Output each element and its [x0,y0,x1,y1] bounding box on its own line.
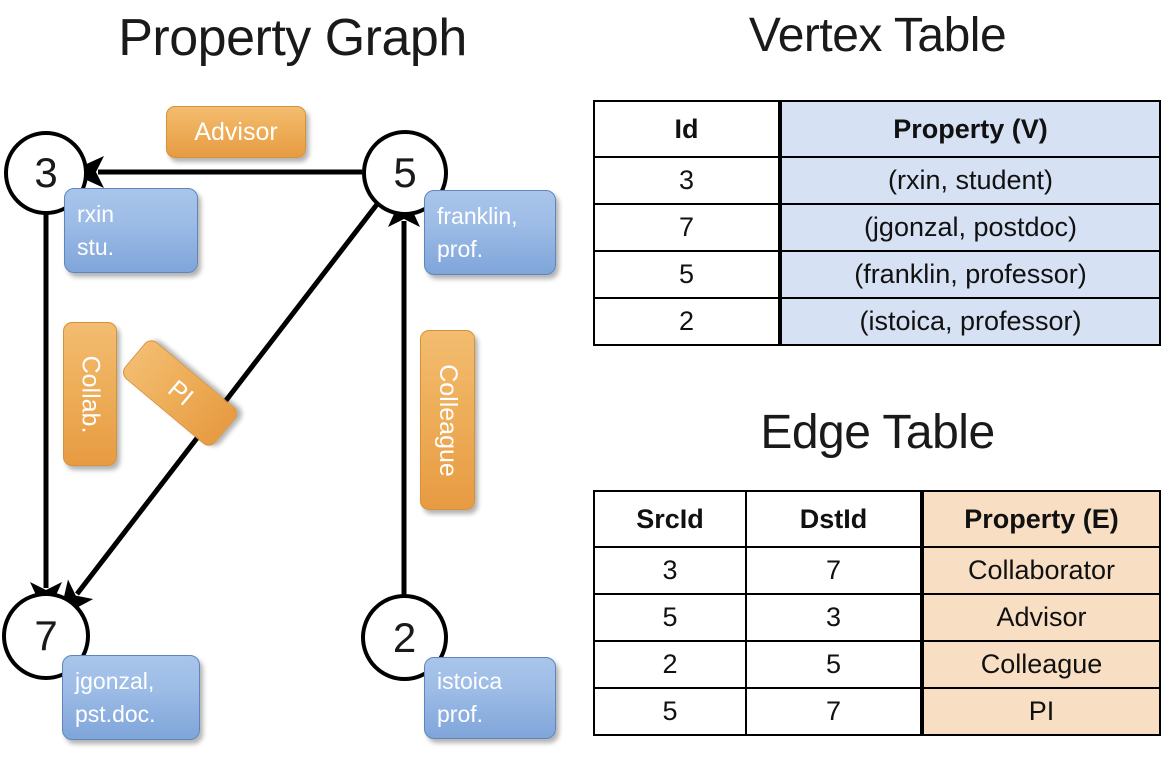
edge-row-1-property: Advisor [920,593,1161,642]
table-row[interactable]: 2 (istoica, professor) [593,297,1161,346]
node-2-prop-line-1: istoica [437,668,503,695]
graph-node-2[interactable]: 2 [361,594,448,681]
page-title-property-graph: Property Graph [118,9,467,67]
edge-row-0-dst: 7 [745,546,923,595]
node-property-box-7[interactable]: jgonzal, pst.doc. [62,655,200,740]
graph-node-2-label: 2 [392,613,417,661]
edge-row-2-src: 2 [593,640,747,689]
vertex-row-1-property: (jgonzal, postdoc) [778,203,1161,252]
vertex-row-0-id: 3 [593,156,781,205]
vertex-row-3-property: (istoica, professor) [778,297,1161,346]
table-row[interactable]: 3 (rxin, student) [593,156,1161,205]
vertex-row-2-property: (franklin, professor) [778,250,1161,299]
edge-row-0-src: 3 [593,546,747,595]
vertex-table-header-property: Property (V) [778,100,1161,158]
graph-node-5-label: 5 [393,149,417,196]
edge-row-2-property: Colleague [920,640,1161,689]
node-3-prop-line-1: rxin [77,200,115,227]
edge-label-pi-text: PI [162,374,199,411]
vertex-table-header-id: Id [593,100,781,158]
edge-row-1-src: 5 [593,593,747,642]
node-7-prop-line-1: jgonzal, [75,667,155,694]
edge-label-advisor-text: Advisor [194,117,278,146]
edge-row-3-property: PI [920,687,1161,736]
node-3-prop-line-2: stu. [77,233,115,260]
table-row[interactable]: 7 (jgonzal, postdoc) [593,203,1161,252]
edge-label-collab[interactable]: Collab. [63,322,117,466]
vertex-row-3-id: 2 [593,297,781,346]
table-row[interactable]: 2 5 Colleague [593,640,1161,689]
node-5-prop-line-1: franklin, [437,202,518,229]
edge-label-advisor[interactable]: Advisor [166,106,306,158]
graph-node-3-label: 3 [34,149,58,196]
edge-label-colleague-text: Colleague [434,363,462,477]
page-title-vertex-table: Vertex Table [748,9,1007,62]
edge-label-colleague[interactable]: Colleague [420,330,475,510]
node-property-box-5[interactable]: franklin, prof. [424,190,556,275]
edge-arrow-5-to-7 [59,201,380,617]
node-5-prop-line-2: prof. [437,235,484,262]
property-graph-diagram: 3 5 7 2 rxin stu. franklin, prof. jgonza… [2,106,556,740]
vertex-row-0-property: (rxin, student) [778,156,1161,205]
vertex-table: Id Property (V) 3 (rxin, student) 7 (jgo… [593,100,1161,346]
graph-edge-arrows [30,156,420,617]
edge-row-3-dst: 7 [745,687,923,736]
vertex-table-header-row: Id Property (V) [593,100,1161,158]
vertex-row-1-id: 7 [593,203,781,252]
node-2-prop-line-2: prof. [437,701,484,727]
edge-table: SrcId DstId Property (E) 3 7 Collaborato… [593,490,1161,736]
edge-row-3-src: 5 [593,687,747,736]
edge-row-1-dst: 3 [745,593,923,642]
edge-table-header-row: SrcId DstId Property (E) [593,490,1161,548]
table-row[interactable]: 5 (franklin, professor) [593,250,1161,299]
node-property-box-2[interactable]: istoica prof. [424,657,556,739]
vertex-row-2-id: 5 [593,250,781,299]
table-row[interactable]: 5 3 Advisor [593,593,1161,642]
edge-row-2-dst: 5 [745,640,923,689]
table-row[interactable]: 3 7 Collaborator [593,546,1161,595]
edge-table-header-property: Property (E) [920,490,1161,548]
node-property-box-3[interactable]: rxin stu. [64,188,198,273]
edge-table-header-srcid: SrcId [593,490,747,548]
table-row[interactable]: 5 7 PI [593,687,1161,736]
edge-table-header-dstid: DstId [745,490,923,548]
edge-row-0-property: Collaborator [920,546,1161,595]
page-title-edge-table: Edge Table [760,406,995,459]
edge-label-collab-text: Collab. [76,355,105,433]
graph-node-7-label: 7 [34,612,58,659]
node-7-prop-line-2: pst.doc. [75,700,156,727]
